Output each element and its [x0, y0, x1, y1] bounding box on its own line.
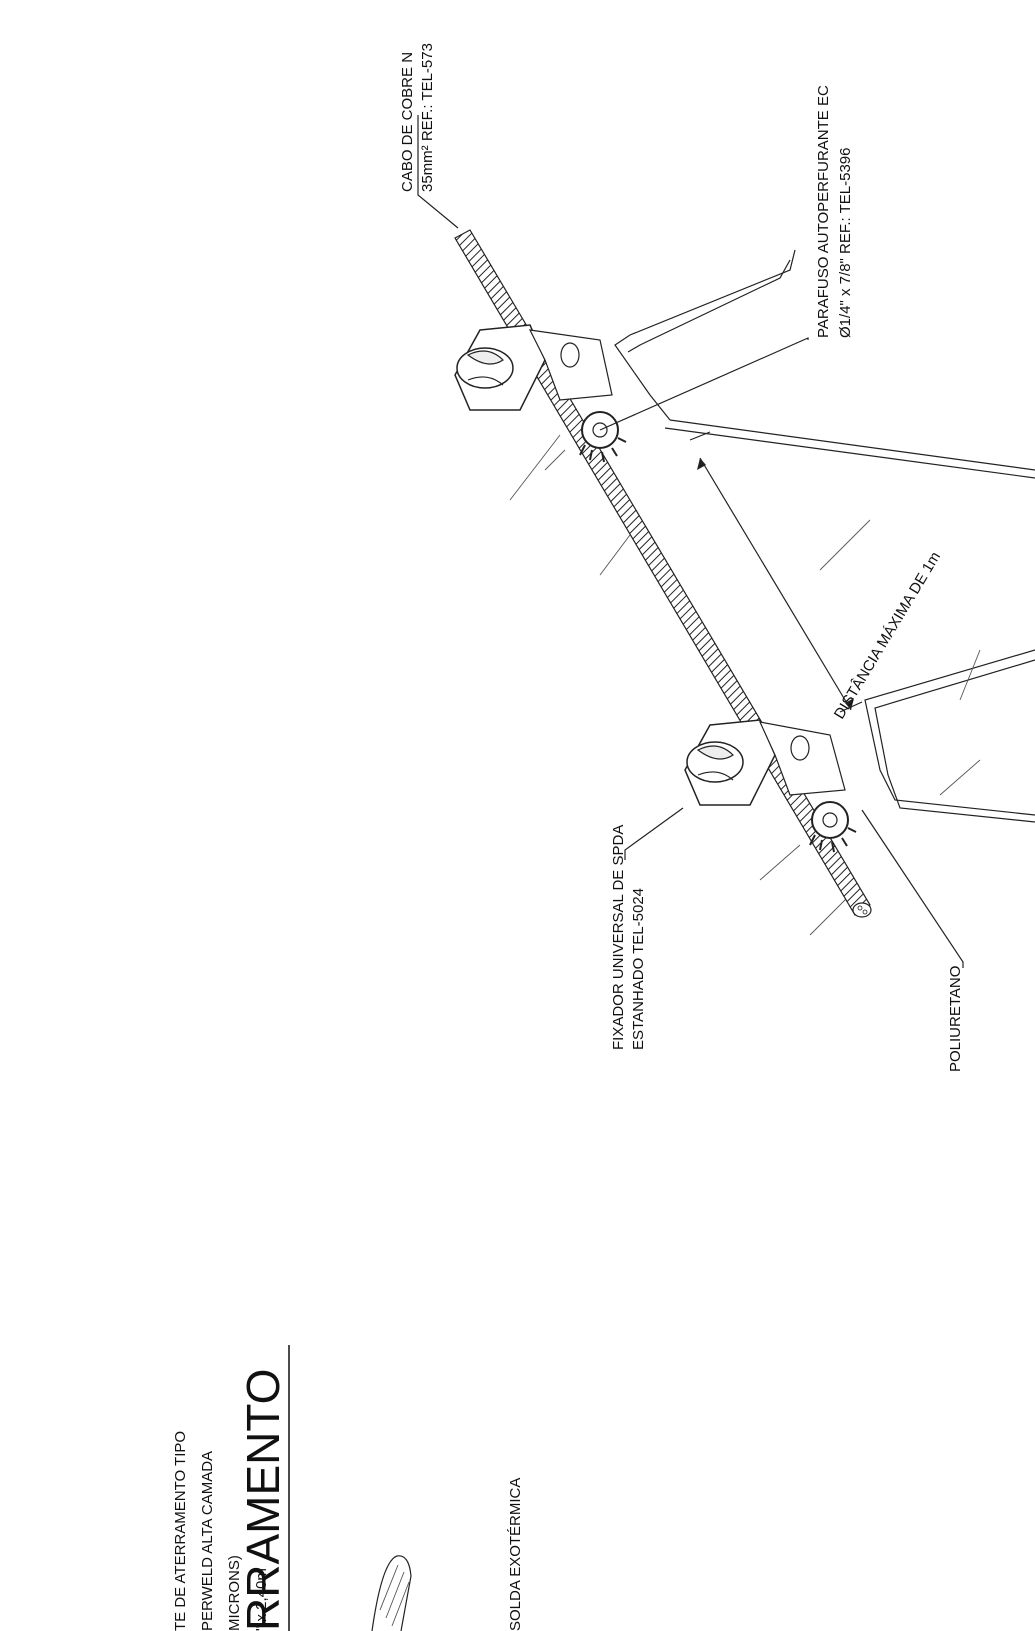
haste-label-line2: PERWELD ALTA CAMADA	[199, 1451, 216, 1631]
cabo-label-line1: CABO DE COBRE N	[399, 52, 416, 192]
parafuso-label-line1: PARAFUSO AUTOPERFURANTE EC	[815, 85, 832, 338]
fixador-clamp-upper	[454, 324, 627, 463]
solda-label: SOLDA EXOTÉRMICA	[507, 1478, 524, 1631]
haste-label-line4: " x 2,40m	[253, 1568, 270, 1631]
parafuso-label-line2: Ø1/4" x 7/8" REF.: TEL-5396	[837, 148, 854, 338]
haste-label-line1: TE DE ATERRAMENTO TIPO	[172, 1431, 189, 1631]
dimension-line	[689, 431, 863, 713]
ground-rod-fragment	[371, 1555, 412, 1631]
cabo-label-line2: 35mm² REF.: TEL-573	[419, 43, 436, 192]
leader-lines	[417, 115, 964, 968]
distancia-label: DISTÂNCIA MÁXIMA DE 1m	[831, 549, 944, 722]
gutter-structure	[509, 249, 1035, 936]
fixador-label-line1: FIXADOR UNIVERSAL DE SPDA	[610, 825, 627, 1050]
haste-label-line3: MICRONS)	[226, 1555, 243, 1631]
title-fragment: RRAMENTO	[237, 1369, 289, 1631]
poliuretano-label: POLIURETANO	[947, 966, 964, 1072]
fixador-clamp-lower	[684, 719, 857, 853]
fixador-label-line2: ESTANHADO TEL-5024	[630, 888, 647, 1050]
